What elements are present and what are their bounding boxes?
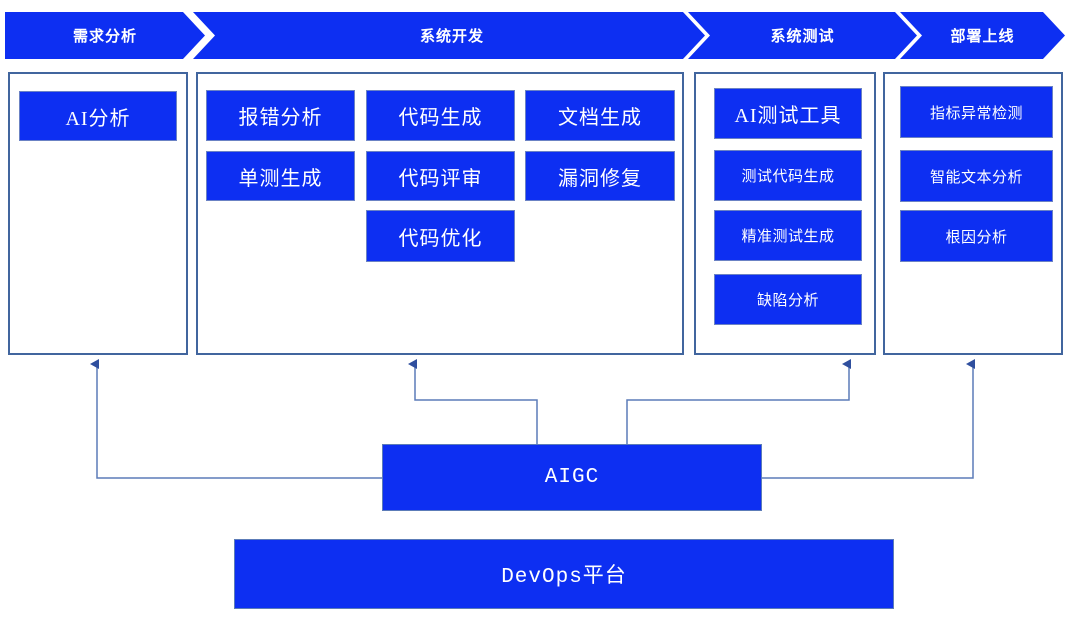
stage-arrow-requirements: 需求分析: [5, 12, 205, 59]
capability-metric-anomaly-detection: 指标异常检测: [900, 86, 1053, 138]
capability-root-cause-analysis: 根因分析: [900, 210, 1053, 262]
section-deployment: 指标异常检测 智能文本分析 根因分析: [883, 72, 1063, 355]
connector-aigc-to-deployment: [762, 359, 975, 479]
capability-intelligent-text-analysis: 智能文本分析: [900, 150, 1053, 202]
connector-aigc-to-testing: [626, 359, 851, 444]
capability-code-optimization: 代码优化: [366, 210, 515, 262]
capability-code-generation: 代码生成: [366, 90, 515, 141]
connector-aigc-to-requirements: [90, 359, 382, 479]
capability-code-review: 代码评审: [366, 151, 515, 201]
stage-label-deployment: 部署上线: [950, 29, 1015, 45]
devops-platform-box: DevOps平台: [234, 539, 894, 609]
stage-label-requirements: 需求分析: [72, 29, 137, 45]
aigc-platform-box: AIGC: [382, 444, 762, 511]
stage-arrow-deployment: 部署上线: [900, 12, 1065, 59]
section-development: 报错分析 代码生成 文档生成 单测生成 代码评审 漏洞修复 代码优化: [196, 72, 684, 355]
capability-ai-analysis: AI分析: [19, 91, 177, 141]
stage-label-testing: 系统测试: [770, 29, 835, 45]
capability-error-analysis: 报错分析: [206, 90, 355, 141]
section-requirements: AI分析: [8, 72, 188, 355]
stage-arrow-testing: 系统测试: [688, 12, 917, 59]
capability-defect-analysis: 缺陷分析: [714, 274, 862, 325]
capability-unit-test-generation: 单测生成: [206, 151, 355, 201]
stage-label-development: 系统开发: [419, 29, 484, 45]
capability-vulnerability-fix: 漏洞修复: [525, 151, 675, 201]
capability-ai-test-tools: AI测试工具: [714, 88, 862, 139]
capability-doc-generation: 文档生成: [525, 90, 675, 141]
connector-aigc-to-development: [408, 359, 538, 444]
section-testing: AI测试工具 测试代码生成 精准测试生成 缺陷分析: [694, 72, 876, 355]
capability-precise-test-generation: 精准测试生成: [714, 210, 862, 261]
capability-test-code-generation: 测试代码生成: [714, 150, 862, 201]
stage-arrow-development: 系统开发: [193, 12, 705, 59]
